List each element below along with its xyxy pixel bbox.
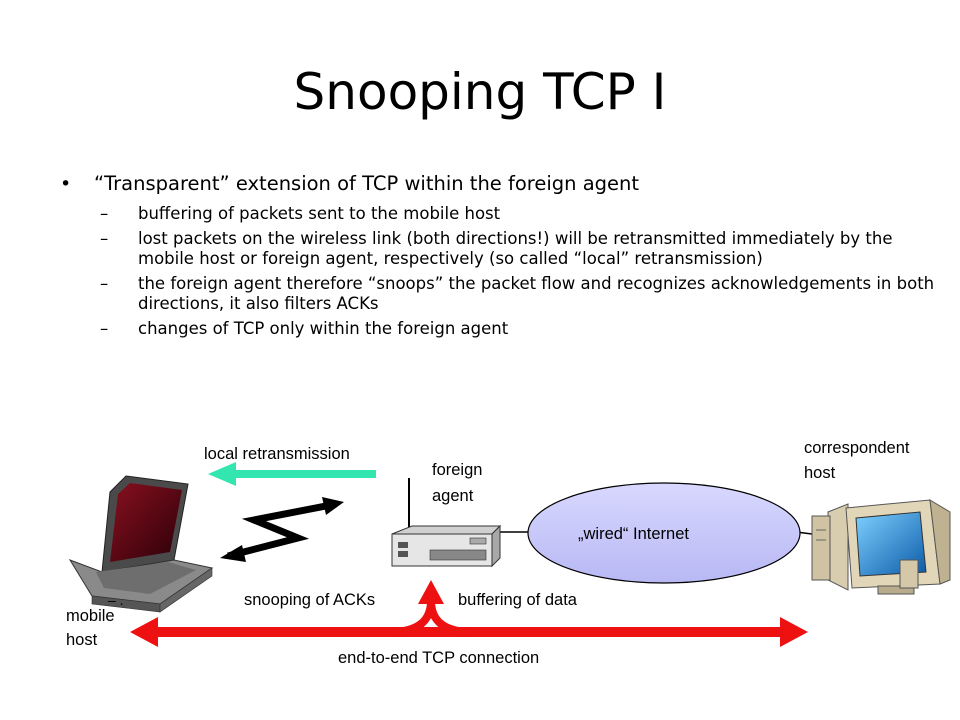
sub-bullet: – lost packets on the wireless link (bot… [60,229,940,269]
bullet-marker: • [60,173,72,195]
foreign-agent-label-line2: agent [432,487,474,505]
correspondent-host-label-line1: correspondent [804,439,910,457]
snooping-label: snooping of ACKs [244,591,376,609]
correspondent-host-label-line2: host [804,464,836,482]
local-retransmission-label: local retransmission [204,445,350,463]
internet-cloud [527,482,801,584]
sub-bullet-text: buffering of packets sent to the mobile … [138,204,501,223]
bullet-list: • “Transparent” extension of TCP within … [60,170,940,344]
dash-marker: – [100,204,109,223]
slide-title: Snooping TCP I [293,63,667,121]
laptop-artifact: – . [108,592,124,608]
wireless-link-icon [220,497,344,562]
internet-label: „wired“ Internet [578,525,689,543]
sub-bullet: – the foreign agent therefore “snoops” t… [60,274,940,314]
sub-bullet: – changes of TCP only within the foreign… [60,319,940,339]
buffering-label: buffering of data [458,591,577,609]
tcp-connection-arrow [130,580,808,647]
sub-bullet: – buffering of packets sent to the mobil… [60,204,940,224]
sub-bullet-text: changes of TCP only within the foreign a… [138,319,509,338]
main-bullet-text: “Transparent” extension of TCP within th… [94,172,640,195]
laptop-icon [68,475,214,613]
end-to-end-label: end-to-end TCP connection [338,649,540,667]
dash-marker: – [100,229,109,248]
sub-bullet-text: lost packets on the wireless link (both … [138,229,893,268]
mobile-host-label-line2: host [66,631,98,649]
desktop-computer-icon [811,499,951,595]
dash-marker: – [100,319,109,338]
local-retransmission-arrow [208,462,376,486]
dash-marker: – [100,274,109,293]
router-icon [391,478,502,568]
mobile-host-label-line1: mobile [66,607,115,625]
main-bullet: • “Transparent” extension of TCP within … [60,170,940,198]
sub-bullet-text: the foreign agent therefore “snoops” the… [138,274,935,313]
foreign-agent-label-line1: foreign [432,461,483,479]
